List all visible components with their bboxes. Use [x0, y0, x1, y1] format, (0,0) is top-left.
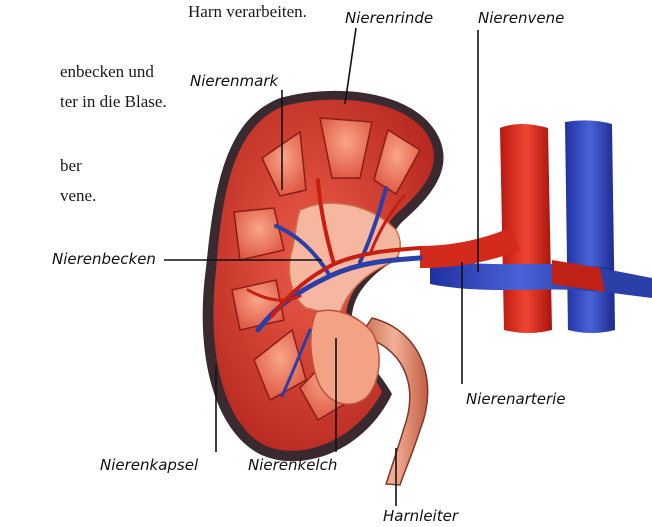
label-nierenvene: Nierenvene — [478, 9, 564, 27]
label-nierenrinde: Nierenrinde — [345, 9, 433, 27]
aorta-and-vena-cava — [420, 120, 652, 333]
label-nierenkelch: Nierenkelch — [248, 456, 337, 474]
label-nierenbecken: Nierenbecken — [52, 250, 156, 268]
label-harnleiter: Harnleiter — [383, 507, 458, 525]
label-nierenmark: Nierenmark — [190, 72, 278, 90]
label-nierenkapsel: Nierenkapsel — [100, 456, 198, 474]
label-nierenarterie: Nierenarterie — [466, 390, 566, 408]
